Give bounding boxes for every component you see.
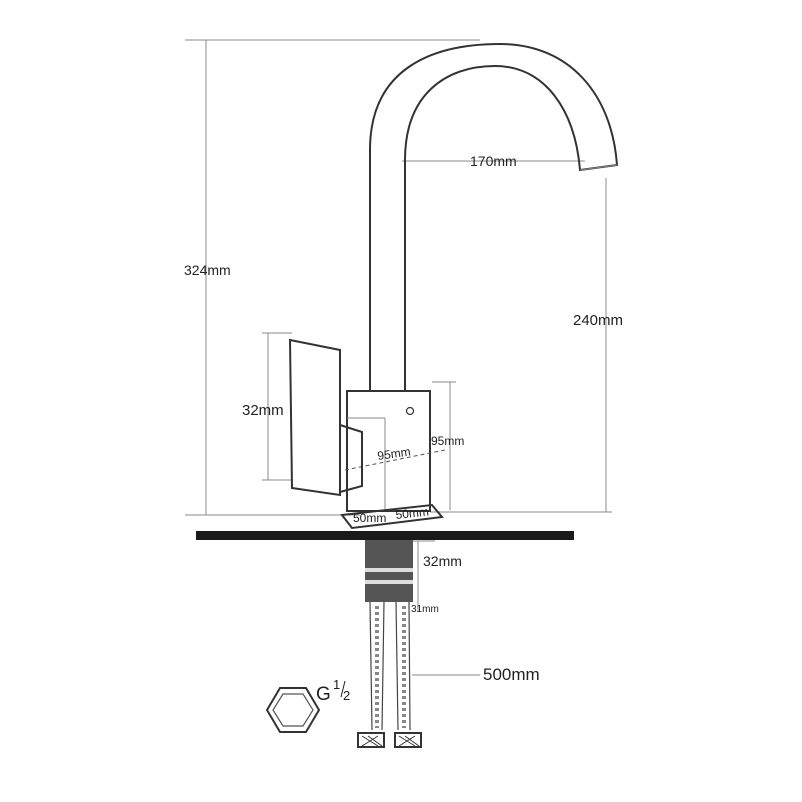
hose-end-fittings (357, 732, 422, 748)
spout-height-dimension: 240mm (430, 178, 623, 513)
hose-length-label: 500mm (483, 665, 540, 684)
thread-numerator: 1 (333, 677, 340, 692)
thread-size-label: G 1 2 (316, 677, 350, 705)
base-width-right-label: 50mm (395, 505, 430, 522)
nut-height-label: 31mm (411, 604, 439, 615)
indicator-dot (405, 406, 415, 416)
thread-denominator: 2 (343, 688, 350, 703)
base-plate: 50mm 50mm (340, 503, 444, 530)
spout-reach-dimension: 170mm (402, 153, 585, 169)
thread-prefix: G (316, 684, 331, 705)
spout-reach-label: 170mm (470, 153, 517, 169)
handle-height-label: 32mm (242, 402, 284, 419)
countertop (196, 531, 574, 540)
handle-height-dimension: 32mm (242, 332, 292, 481)
faucet-body: 95mm (344, 390, 446, 512)
total-height-dimension: 324mm (184, 39, 480, 516)
flexible-hoses: 500mm (369, 601, 540, 731)
hexagon-nut-icon (265, 687, 321, 733)
shank-length-label: 32mm (423, 553, 462, 569)
total-height-label: 324mm (184, 262, 231, 278)
lever-handle (288, 338, 363, 497)
spout (369, 42, 619, 390)
mounting-shank: 32mm 31mm (365, 540, 462, 615)
body-height-label: 95mm (431, 434, 464, 448)
spout-height-label: 240mm (573, 312, 623, 329)
body-height-dimension: 95mm (431, 381, 464, 510)
base-width-left-label: 50mm (353, 511, 386, 525)
body-depth-label: 95mm (376, 444, 411, 463)
